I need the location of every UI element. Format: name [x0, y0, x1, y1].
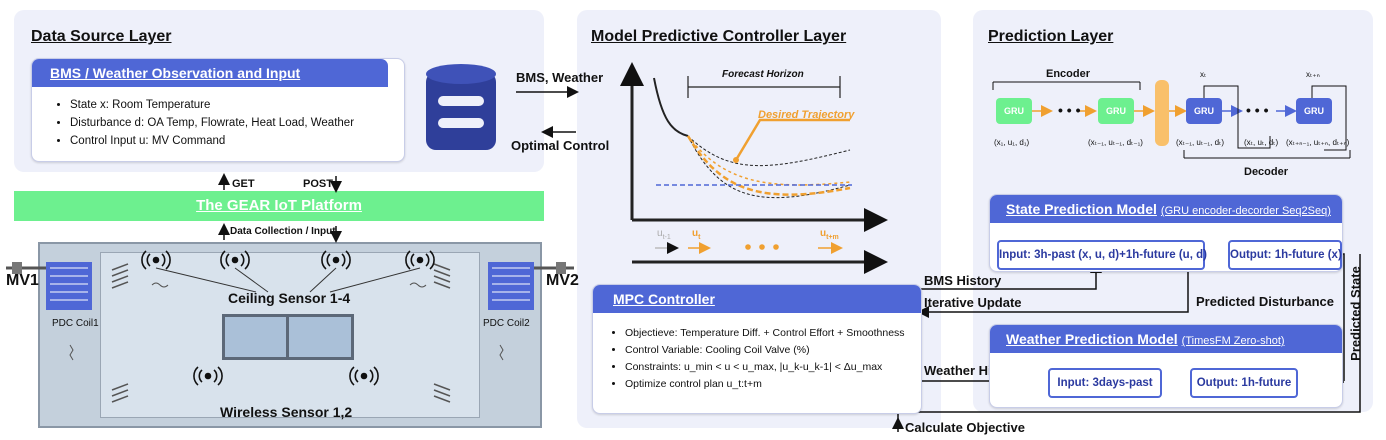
state-input-box: Input: 3h-past (x, u, d)+1h-future (u, d… — [997, 240, 1207, 270]
encoder-label: Encoder — [1046, 68, 1091, 80]
list-item: Disturbance d: OA Temp, Flowrate, Heat L… — [70, 114, 354, 132]
decoder-dots: • • • — [1246, 102, 1269, 118]
dec2-input: (xₜ, uₜ, dₜ) — [1244, 138, 1279, 147]
prediction-title: Prediction Layer — [988, 28, 1114, 45]
decoder-gru-3: GRU — [1296, 98, 1332, 124]
optimal-control-label: Optimal Control — [511, 138, 610, 153]
decoder-label: Decoder — [1244, 166, 1289, 178]
list-item: Control Input u: MV Command — [70, 132, 354, 150]
forecast-horizon-label: Forecast Horizon — [722, 69, 804, 80]
bms-weather-label: BMS, Weather — [516, 70, 604, 85]
weather-input-box: Input: 3days-past — [1048, 368, 1162, 398]
iterative-update-label: Iterative Update — [924, 295, 1022, 310]
weather-prediction-title: Weather Prediction Model(TimesFM Zero-sh… — [990, 325, 1342, 353]
window-divider — [286, 314, 289, 360]
post-label: POST — [303, 178, 333, 190]
list-item: Constraints: u_min < u < u_max, |u_k-u_k… — [625, 359, 905, 376]
list-item: Objectieve: Temperature Diff. + Control … — [625, 325, 905, 342]
u-now-label: ut — [692, 228, 701, 241]
predicted-state-label: Predicted State — [1347, 266, 1363, 361]
state-prediction-title: State Prediction Model(GRU encoder-decor… — [990, 195, 1342, 223]
data-collection-label: Data Collection / Input — [230, 226, 336, 237]
enc1-input: (x₁, u₁, d₁) — [994, 138, 1030, 147]
decoder-gru-1: GRU — [1186, 98, 1222, 124]
u-past-label: ut-1 — [657, 228, 671, 241]
enc2-input: (xₜ₋₁, uₜ₋₁, dₜ₋₁) — [1088, 138, 1143, 147]
list-item: Control Variable: Cooling Coil Valve (%) — [625, 342, 905, 359]
mpc-controller-title: MPC Controller — [593, 285, 921, 313]
dec3-output: xₜ₊ₙ — [1306, 70, 1320, 79]
coil2-label: PDC Coil2 — [483, 318, 530, 329]
calculate-objective-label: Calculate Objective — [905, 420, 1025, 435]
wireless-sensor-label: Wireless Sensor 1,2 — [220, 404, 353, 420]
bms-weather-card-title: BMS / Weather Observation and Input — [32, 59, 388, 87]
mpc-controller-card: MPC Controller Objectieve: Temperature D… — [592, 284, 922, 414]
get-label: GET — [232, 178, 255, 190]
state-output-box: Output: 1h-future (x) — [1228, 240, 1342, 270]
mv2-label: MV2 — [546, 272, 579, 289]
weather-output-box: Output: 1h-future — [1190, 368, 1298, 398]
list-item: State x: Room Temperature — [70, 96, 354, 114]
dec1-output: xₜ — [1200, 70, 1207, 79]
context-vector — [1155, 80, 1169, 146]
list-item: Optimize control plan u_t:t+m — [625, 376, 905, 393]
mpc-controller-list: Objectieve: Temperature Diff. + Control … — [607, 325, 905, 393]
encoder-gru-1: GRU — [996, 98, 1032, 124]
bms-history-label: BMS History — [924, 273, 1002, 288]
ceiling-sensor-label: Ceiling Sensor 1-4 — [228, 290, 351, 306]
coil1-label: PDC Coil1 — [52, 318, 99, 329]
dec1-input: (xₜ₋₁, uₜ₋₁, dₜ) — [1176, 138, 1225, 147]
u-future-label: ut+m — [820, 228, 839, 241]
encoder-gru-2: GRU — [1098, 98, 1134, 124]
mpc-title: Model Predictive Controller Layer — [591, 28, 847, 45]
desired-trajectory-label: Desired Trajectory — [758, 109, 855, 121]
encoder-dots: • • • — [1058, 102, 1081, 118]
dec3-input: (xₜ₊ₙ₋₁, uₜ₊ₙ, dₜ₊ₙ) — [1286, 138, 1350, 147]
data-source-title: Data Source Layer — [31, 28, 172, 45]
bms-weather-card: BMS / Weather Observation and Input Stat… — [31, 58, 405, 162]
predicted-disturbance-label: Predicted Disturbance — [1196, 294, 1334, 309]
mv1-label: MV1 — [6, 272, 39, 289]
bms-weather-list: State x: Room Temperature Disturbance d:… — [52, 96, 354, 150]
gear-platform-bar: The GEAR IoT Platform — [14, 191, 544, 221]
